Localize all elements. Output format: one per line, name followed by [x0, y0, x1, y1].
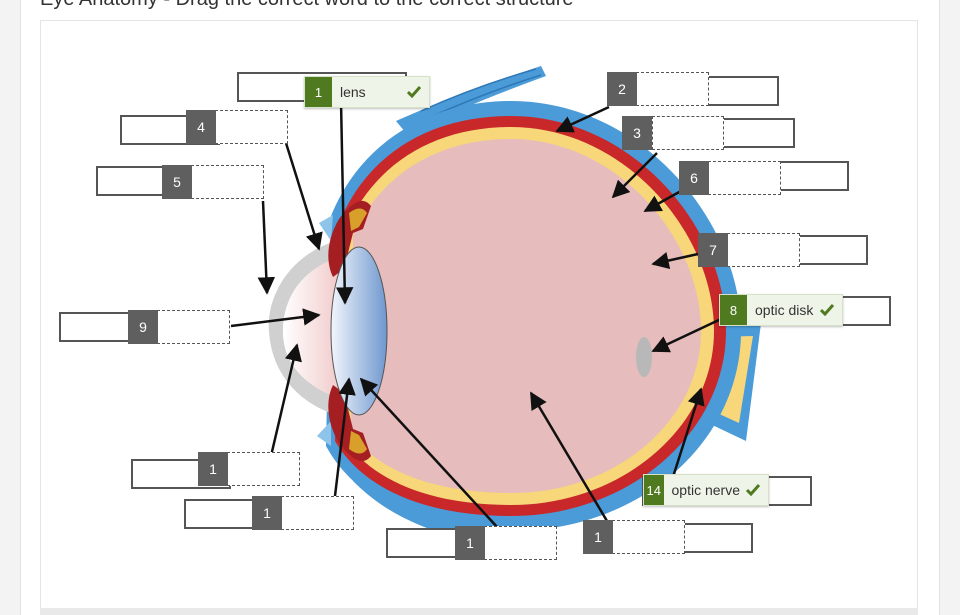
placed-answer-1[interactable]: 1 lens [304, 76, 430, 108]
drop-zone-13[interactable] [612, 520, 685, 554]
optic-disk-shape [636, 337, 652, 377]
target-number-badge-12: 1 [455, 526, 485, 560]
drop-zone-4[interactable] [215, 110, 288, 144]
target-number-badge-9: 9 [128, 310, 158, 344]
answer-text: lens [340, 84, 366, 100]
lens-shape [330, 246, 388, 416]
placed-answer-14[interactable]: 14 optic nerve [643, 474, 769, 506]
target-number-badge-6: 6 [679, 161, 709, 195]
drop-zone-7[interactable] [727, 233, 800, 267]
checkmark-icon [820, 295, 842, 325]
target-number-badge-10: 1 [198, 452, 228, 486]
page-title: Eye Anatomy - Drag the correct word to t… [40, 0, 574, 11]
checkmark-icon [407, 77, 429, 107]
drop-zone-10[interactable] [227, 452, 300, 486]
drop-zone-2[interactable] [636, 72, 709, 106]
target-number: 14 [644, 475, 664, 505]
answer-text: optic disk [755, 302, 814, 318]
drop-zone-5[interactable] [191, 165, 264, 199]
target-number-badge-4: 4 [186, 110, 216, 144]
target-number-badge-13: 1 [583, 520, 613, 554]
drop-zone-9[interactable] [157, 310, 230, 344]
target-number-badge-2: 2 [607, 72, 637, 106]
eye-diagram [230, 66, 761, 541]
placed-answer-8[interactable]: 8 optic disk [719, 294, 843, 326]
target-number: 1 [305, 77, 332, 107]
target-number-badge-11: 1 [252, 496, 282, 530]
vitreous-body [351, 139, 701, 493]
checkmark-icon [746, 475, 768, 505]
answer-text: optic nerve [671, 482, 740, 498]
drop-zone-6[interactable] [708, 161, 781, 195]
target-number-badge-7: 7 [698, 233, 728, 267]
cornea [268, 241, 346, 416]
anterior-chamber [283, 256, 346, 401]
target-number-badge-5: 5 [162, 165, 192, 199]
target-number-badge-3: 3 [622, 116, 652, 150]
target-number: 8 [720, 295, 747, 325]
stage-footer-bar [40, 608, 918, 615]
drop-zone-12[interactable] [484, 526, 557, 560]
pointer-arrows [230, 100, 722, 529]
drop-zone-11[interactable] [281, 496, 354, 530]
drop-zone-3[interactable] [652, 116, 724, 150]
